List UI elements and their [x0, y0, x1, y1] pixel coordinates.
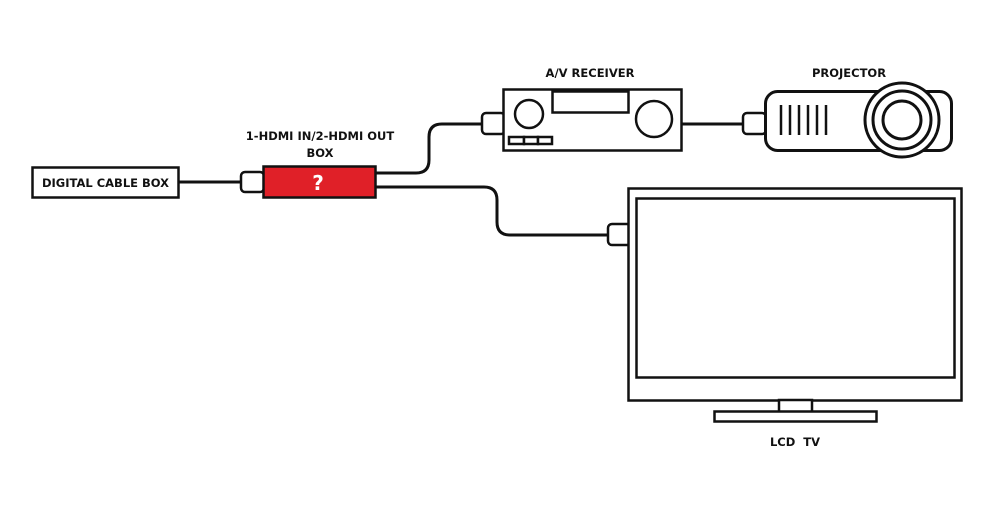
receiver-button-1 — [507, 135, 526, 146]
splitter-question-mark: ? — [312, 171, 324, 195]
projector-vent-grille — [779, 105, 828, 135]
projector: PROJECTOR — [741, 66, 953, 159]
splitter-label-line1: 1-HDMI IN/2-HDMI OUT — [246, 129, 395, 143]
splitter-label-line2: BOX — [307, 146, 334, 160]
receiver-left-knob — [513, 98, 545, 130]
tv-label: LCD TV — [770, 435, 820, 449]
tv-screen — [635, 197, 956, 379]
projector-lens-inner — [881, 99, 923, 141]
digital-cable-box: DIGITAL CABLE BOX — [31, 166, 180, 199]
projector-label: PROJECTOR — [812, 66, 886, 80]
tv-stand-neck — [777, 398, 814, 414]
cables — [179, 122, 744, 237]
hdmi-splitter-box: 1-HDMI IN/2-HDMI OUT BOX ? — [239, 129, 395, 199]
projector-input-connector — [741, 111, 768, 136]
splitter-input-connector — [239, 170, 266, 194]
cable-splitter-to-receiver — [376, 122, 482, 175]
receiver-volume-knob — [634, 99, 674, 139]
splitter-body — [262, 165, 377, 199]
receiver-display — [551, 90, 630, 114]
receiver-label: A/V RECEIVER — [546, 66, 635, 80]
cable-box-label: DIGITAL CABLE BOX — [42, 176, 169, 190]
receiver-button-2 — [522, 135, 540, 146]
lcd-tv: LCD TV — [606, 187, 963, 449]
av-receiver: A/V RECEIVER — [480, 66, 683, 152]
tv-stand-base — [713, 410, 878, 423]
receiver-button-3 — [536, 135, 554, 146]
cable-splitter-to-tv — [376, 185, 608, 237]
receiver-input-connector — [480, 111, 507, 136]
cable-box-body — [31, 166, 180, 199]
